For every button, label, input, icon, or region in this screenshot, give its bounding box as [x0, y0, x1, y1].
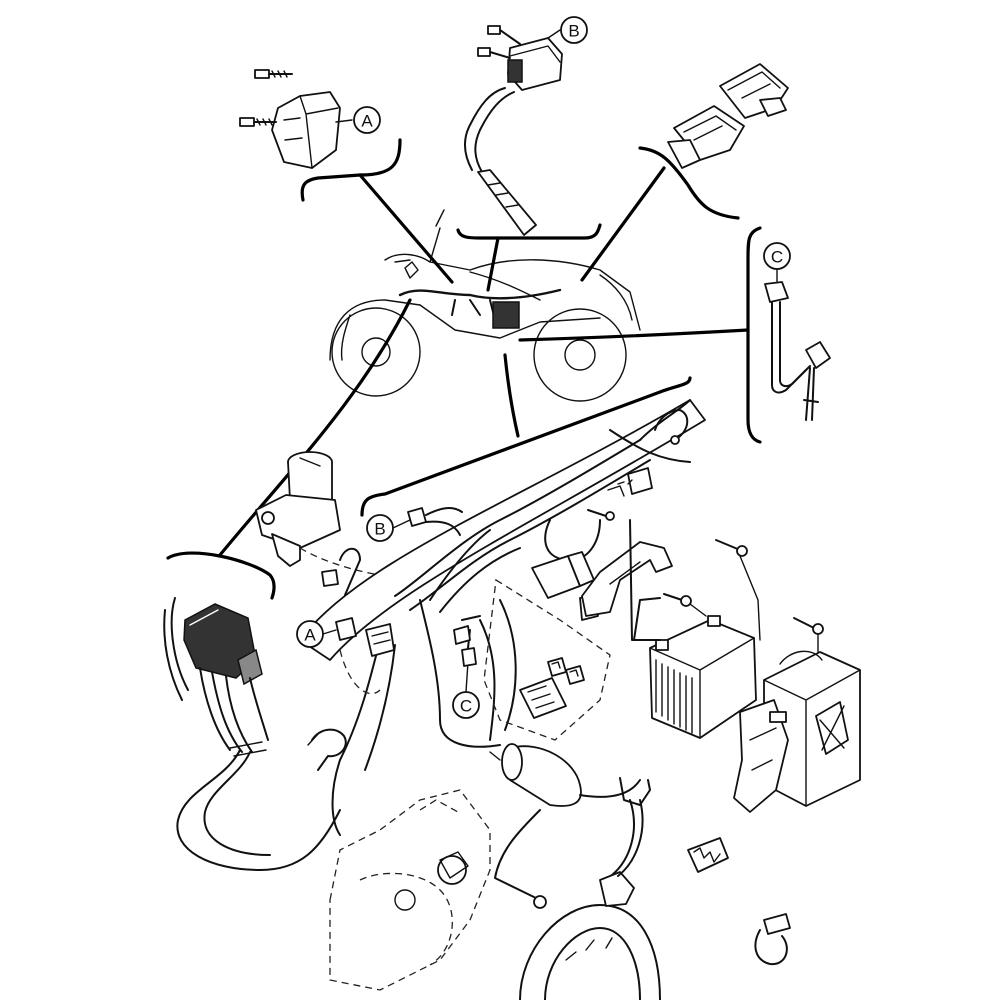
- wire-clip: [754, 913, 791, 966]
- callout-a-top: A: [353, 106, 381, 134]
- bolt-icon: [487, 25, 521, 45]
- relay-unit-detail: [580, 63, 789, 282]
- coil-connector: [407, 507, 427, 527]
- bolt-icon: [477, 47, 511, 59]
- svg-text:C: C: [460, 697, 472, 716]
- frame-and-harness: [299, 399, 706, 836]
- motorcycle-outline: [329, 209, 641, 402]
- callout-b-harness: B: [366, 507, 463, 542]
- fuse-box-detail: [483, 551, 611, 741]
- leader-line-relay: [580, 166, 666, 282]
- regulator-connector: [335, 617, 357, 641]
- leader-line-coil: [486, 236, 500, 292]
- sensor-connector: [764, 281, 789, 303]
- regulator-body: [271, 91, 341, 169]
- bolt-icon: [239, 117, 277, 127]
- sensor-body: [805, 341, 831, 369]
- svg-text:B: B: [568, 22, 579, 41]
- cable-tie: [307, 728, 347, 771]
- ignition-switch: [255, 451, 381, 576]
- battery-band: [581, 541, 673, 617]
- main-harness-bracket: [218, 298, 692, 557]
- battery: [629, 519, 757, 739]
- engine-outline: [329, 789, 491, 991]
- sensor-detail: C: [518, 226, 831, 444]
- svg-text:C: C: [771, 248, 783, 267]
- callout-b-top: B: [560, 16, 588, 44]
- battery-bolts: [587, 509, 824, 661]
- cdi-unit-detail: [163, 551, 341, 871]
- leader-line-sensor: [518, 328, 750, 342]
- detail-bracket-left: [166, 551, 276, 600]
- starter-relay: [687, 837, 729, 873]
- svg-text:A: A: [361, 112, 373, 131]
- starter-motor: [489, 743, 651, 909]
- frame-tube: [299, 399, 706, 661]
- detail-bracket-top-center: [456, 223, 602, 240]
- detail-bracket-right: [746, 226, 762, 444]
- callout-c-harness: C: [452, 615, 481, 719]
- stator-flywheel: [519, 799, 661, 1000]
- bolt-icon: [254, 69, 293, 79]
- battery-case: [733, 650, 861, 813]
- spark-plug-cap: [477, 169, 537, 236]
- ignition-coil-detail: B: [456, 16, 602, 292]
- callout-c-right: C: [763, 242, 791, 270]
- leader-line-regulator: [358, 173, 454, 284]
- rectifier-regulator-detail: A: [239, 69, 454, 284]
- svg-text:B: B: [374, 520, 385, 539]
- callout-a-harness: A: [296, 617, 395, 695]
- detail-bracket-top-right: [638, 146, 740, 220]
- svg-text:A: A: [304, 626, 316, 645]
